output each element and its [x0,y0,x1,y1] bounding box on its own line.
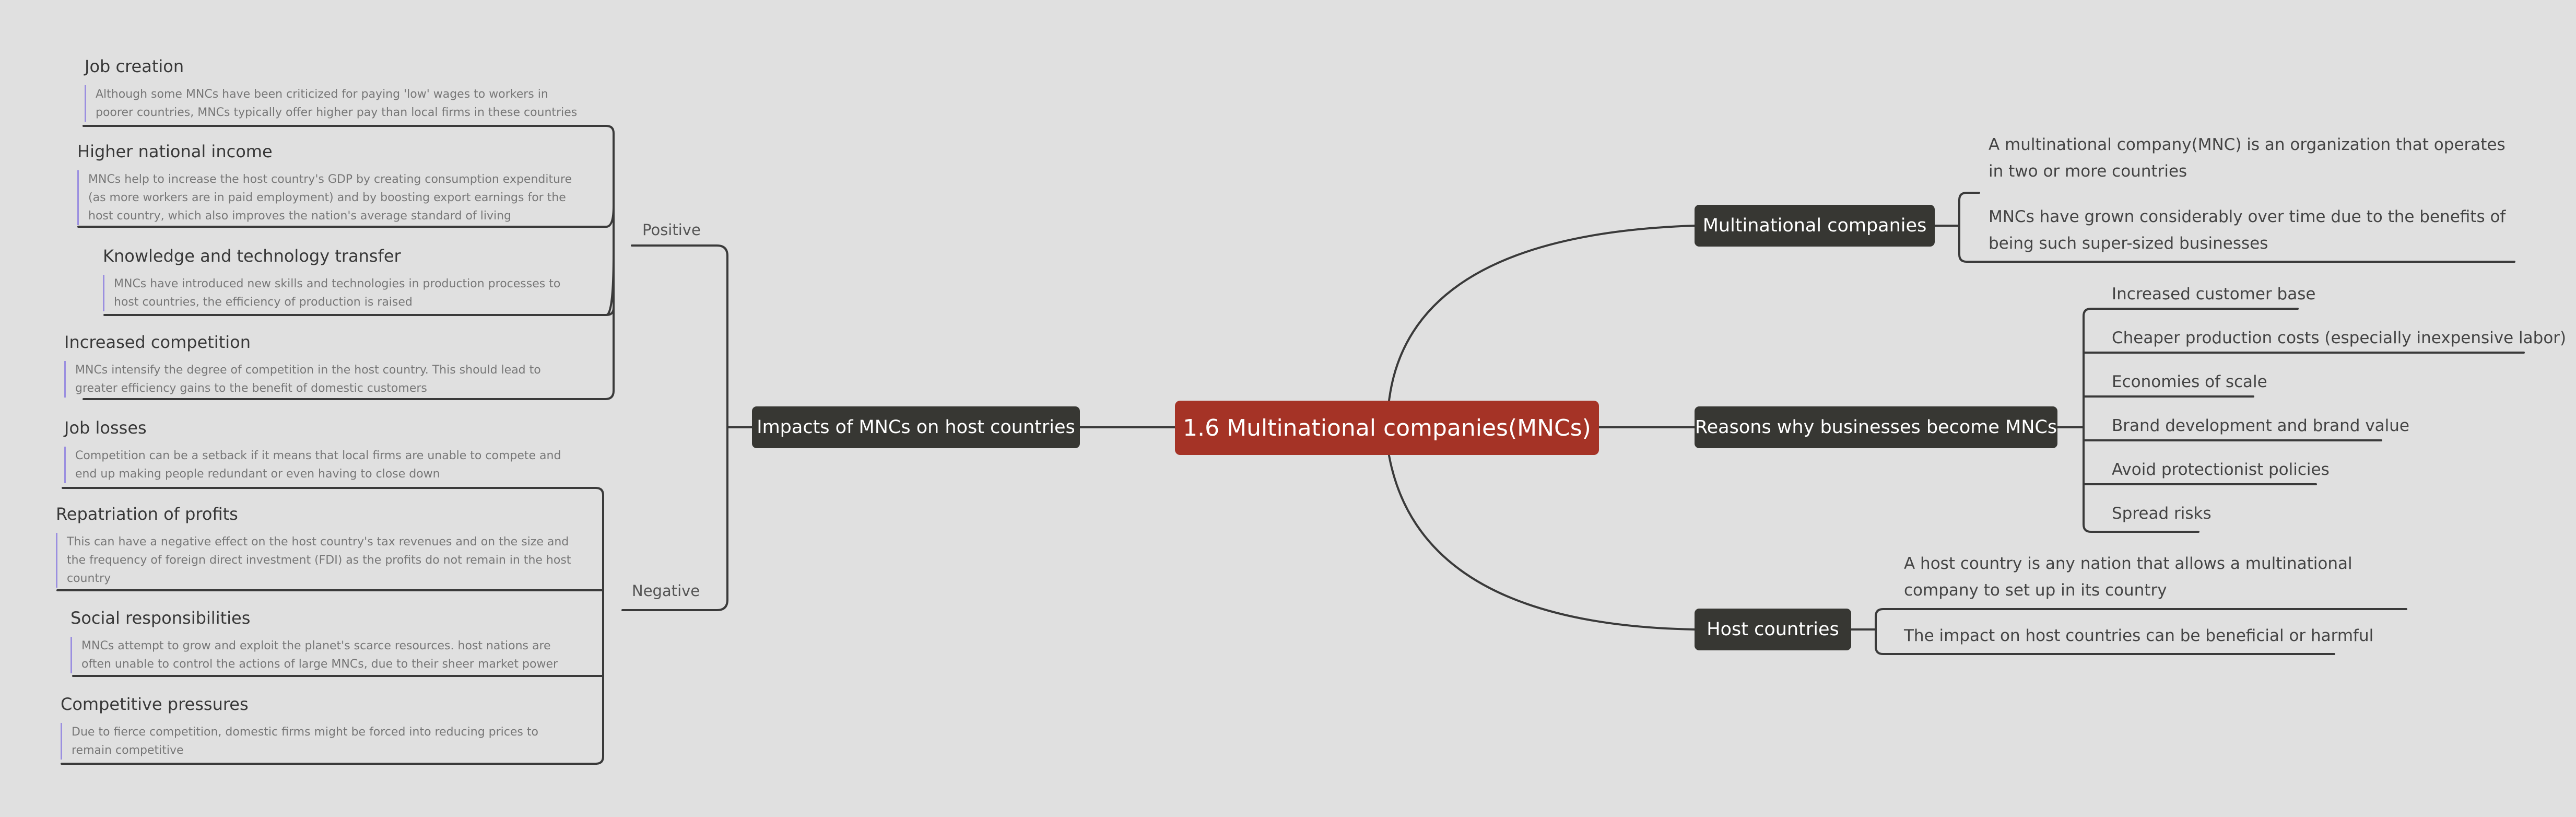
reason-item[interactable]: Economies of scale [2112,372,2267,391]
connector-negative-items [56,487,604,765]
host-impact[interactable]: The impact on host countries can be bene… [1904,626,2374,645]
item-title: Social responsibilities [70,608,251,628]
topic-impacts-on-host[interactable]: Impacts of MNCs on host countries [752,406,1080,448]
topic-reasons-label: Reasons why businesses become MNCs [1695,417,2057,438]
multinational-definition[interactable]: A multinational company(MNC) is an organ… [1989,135,2506,181]
topic-impacts-label: Impacts of MNCs on host countries [757,417,1075,438]
item-note: Although some MNCs have been criticized … [85,85,578,122]
branch-negative-label[interactable]: Negative [632,582,700,600]
topic-multinational-companies[interactable]: Multinational companies [1695,205,1935,247]
item-title: Job losses [64,418,147,438]
branch-positive-label[interactable]: Positive [642,221,701,239]
reason-item[interactable]: Cheaper production costs (especially ine… [2112,329,2567,347]
topic-multinational-companies-label: Multinational companies [1702,215,1927,236]
item-title: Competitive pressures [61,694,249,714]
connector-host-details [1850,608,2407,655]
item-title: Repatriation of profits [56,504,238,524]
item-title: Higher national income [77,142,273,161]
item-note: Competition can be a setback if it means… [64,447,579,483]
reason-item[interactable]: Brand development and brand value [2112,416,2409,435]
central-topic-label: 1.6 Multinational companies(MNCs) [1183,414,1591,441]
negative-item-social-responsibilities[interactable]: Social responsibilities MNCs attempt to … [70,606,577,673]
connector-reasons-items [2056,308,2525,533]
item-title: Increased competition [64,332,251,352]
item-note: MNCs intensify the degree of competition… [64,361,584,398]
connector-central-host [1388,454,1696,631]
positive-item-job-creation[interactable]: Job creation Although some MNCs have bee… [85,55,578,122]
connector-positive-items [77,125,615,400]
negative-item-repatriation[interactable]: Repatriation of profits This can have a … [56,503,575,588]
reason-item[interactable]: Avoid protectionist policies [2112,460,2330,479]
negative-item-job-losses[interactable]: Job losses Competition can be a setback … [64,416,579,483]
reason-item[interactable]: Spread risks [2112,504,2212,523]
positive-item-knowledge-transfer[interactable]: Knowledge and technology transfer MNCs h… [103,244,581,311]
topic-reasons-become-mncs[interactable]: Reasons why businesses become MNCs [1695,406,2057,448]
reason-item[interactable]: Increased customer base [2112,285,2316,304]
item-title: Knowledge and technology transfer [103,246,401,266]
topic-host-countries-label: Host countries [1707,619,1839,640]
negative-item-competitive-pressures[interactable]: Competitive pressures Due to fierce comp… [61,693,575,760]
item-note: Due to fierce competition, domestic firm… [61,723,575,760]
topic-host-countries[interactable]: Host countries [1695,609,1851,650]
positive-item-competition[interactable]: Increased competition MNCs intensify the… [64,331,584,398]
connector-multinational-details [1934,192,2515,263]
item-title: Job creation [85,56,184,76]
item-note: This can have a negative effect on the h… [56,533,575,588]
connector-impacts-branches [621,244,753,611]
item-note: MNCs have introduced new skills and tech… [103,275,581,311]
item-note: MNCs help to increase the host country's… [77,170,581,225]
multinational-growth[interactable]: MNCs have grown considerably over time d… [1989,207,2506,253]
positive-item-higher-income[interactable]: Higher national income MNCs help to incr… [77,140,581,225]
host-definition[interactable]: A host country is any nation that allows… [1904,554,2352,600]
central-topic[interactable]: 1.6 Multinational companies(MNCs) [1175,401,1599,455]
connector-central-multinational [1388,225,1696,402]
item-note: MNCs attempt to grow and exploit the pla… [70,637,577,673]
